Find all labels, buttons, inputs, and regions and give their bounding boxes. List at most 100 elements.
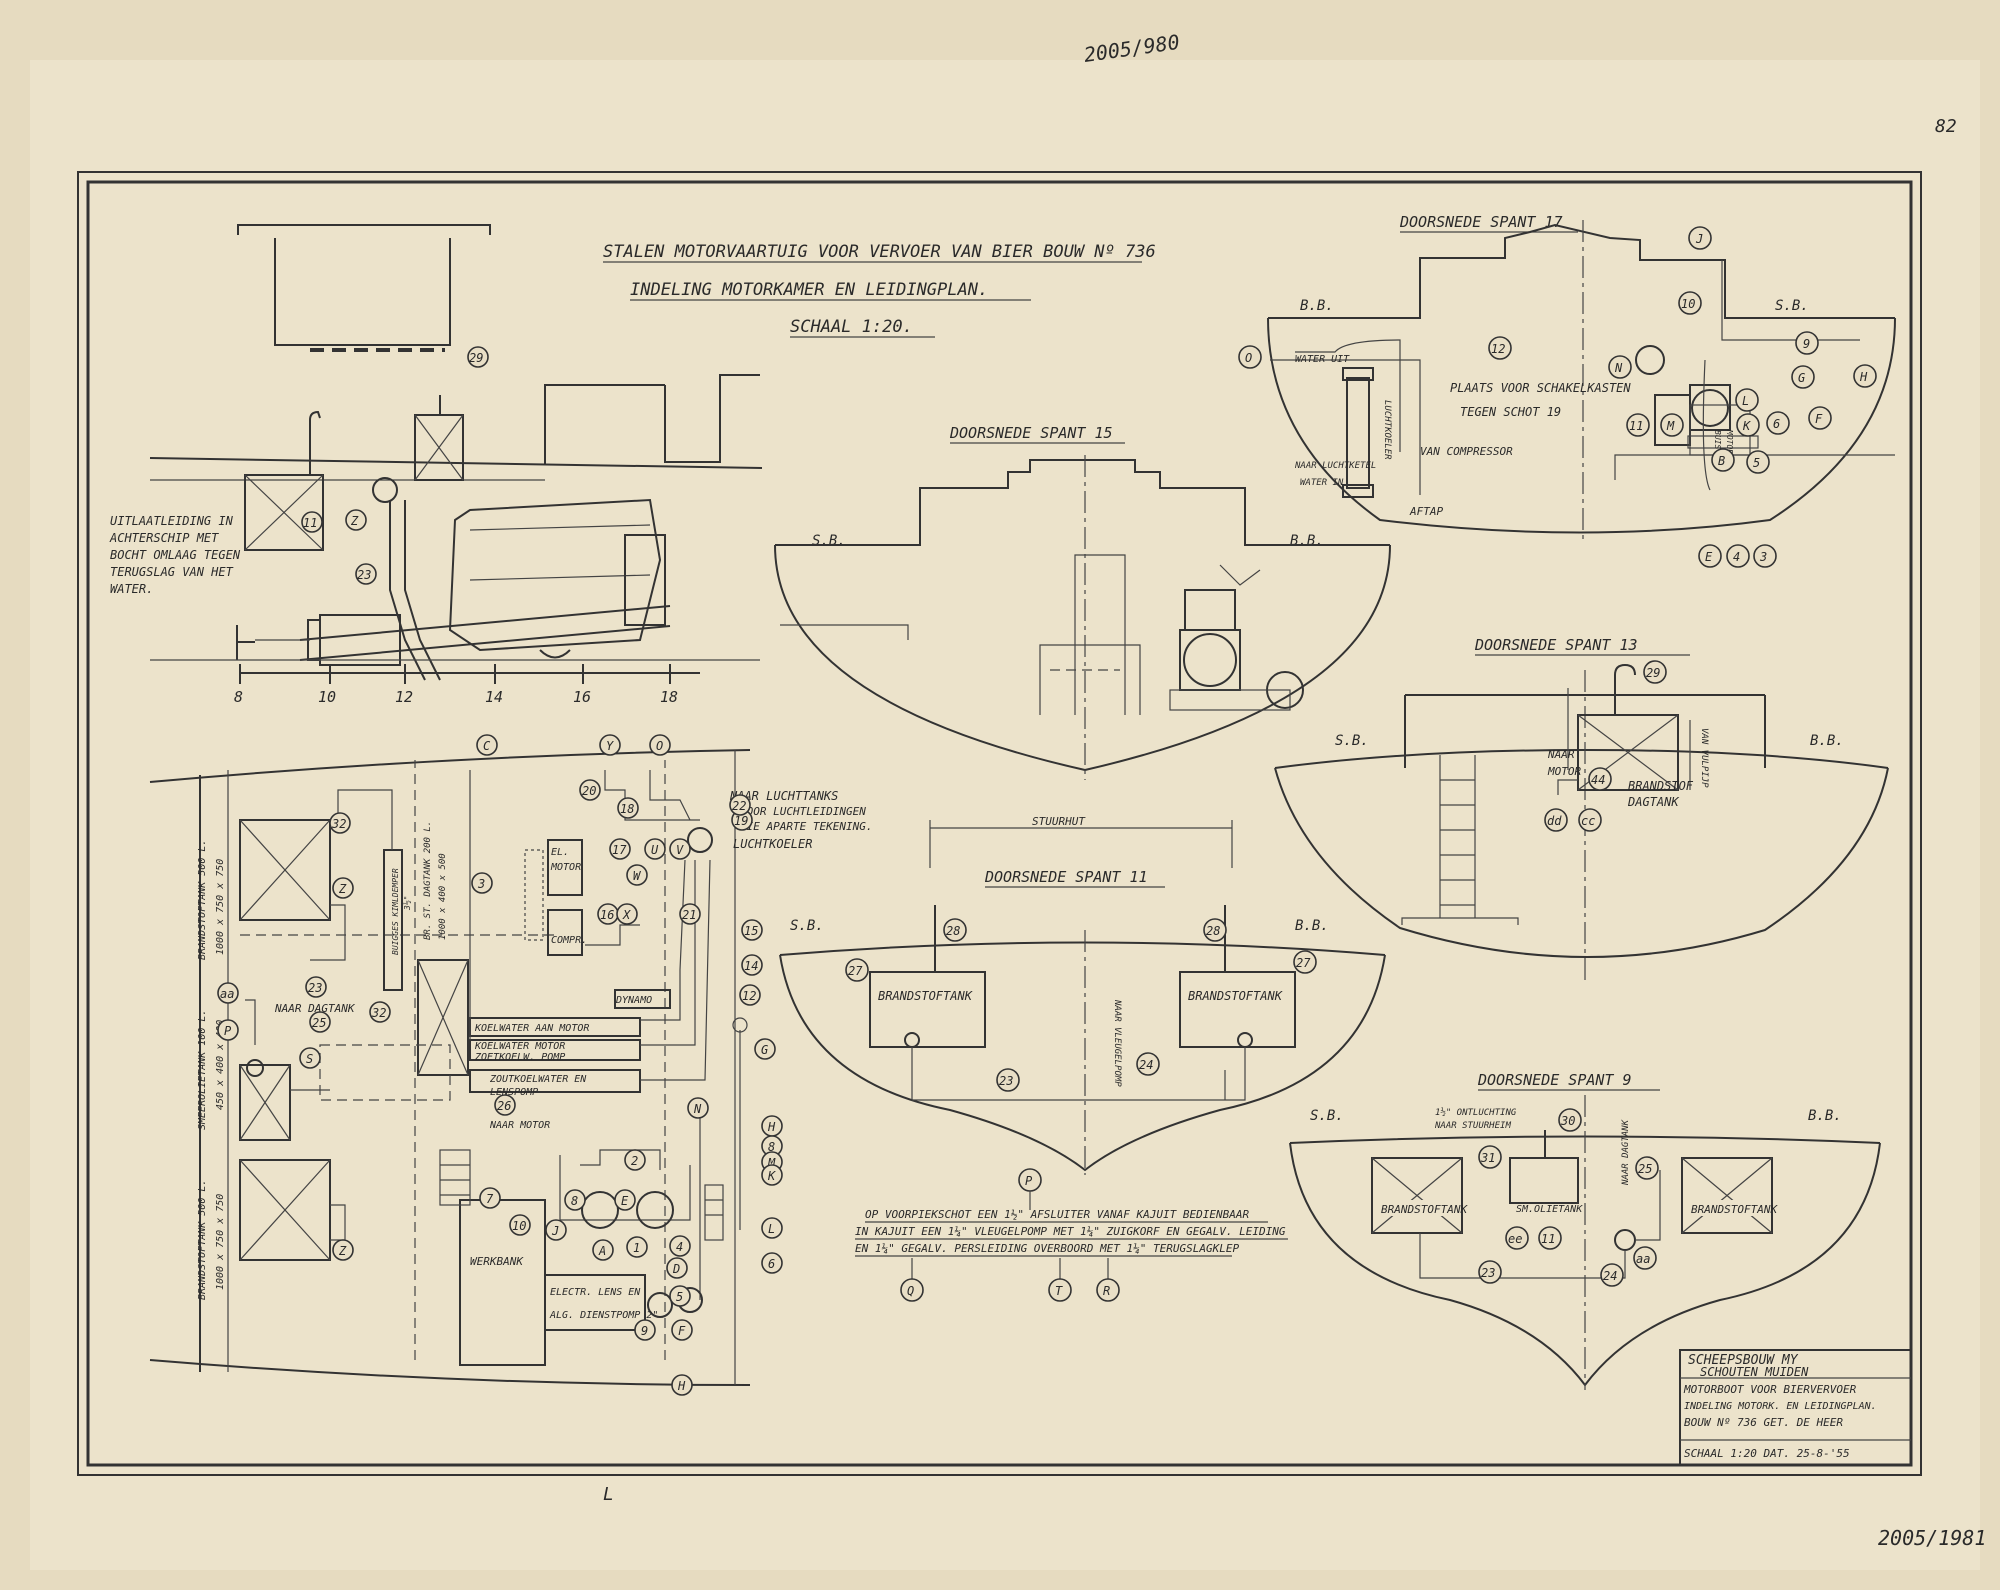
frame-8: 8	[234, 688, 243, 706]
s17-tag-b: B	[1718, 454, 1725, 468]
plan-tag: S	[306, 1052, 313, 1066]
spant17-koeler: LUCHTKOELER	[1382, 400, 1392, 460]
s17-tag-4: 4	[1733, 550, 1740, 564]
notes-line2: IN KAJUIT EEN 1¼" VLEUGELPOMP MET 1¼" ZU…	[855, 1225, 1286, 1238]
spant13-naar: NAAR	[1547, 748, 1575, 761]
plan-tag-circle	[609, 838, 631, 860]
spant17-note2: TEGEN SCHOT 19	[1460, 405, 1561, 419]
plan-tag-circle	[217, 1019, 239, 1041]
s17-tag-3: 3	[1759, 550, 1767, 564]
spant11-title: DOORSNEDE SPANT 11	[984, 868, 1148, 886]
plan-tag-circle	[369, 1001, 391, 1023]
plan-tag: 10	[512, 1219, 526, 1233]
plan-naar-dagtank: NAAR DAGTANK	[274, 1002, 356, 1015]
plan-tag-circle	[729, 794, 751, 816]
spant13-sb: S.B.	[1335, 733, 1369, 749]
plan-tag: M	[767, 1156, 776, 1170]
plan-compr: COMPR.	[551, 935, 587, 946]
s11-tag-23: 23	[999, 1074, 1013, 1088]
frame-16: 16	[573, 688, 591, 706]
spant9-bb: B.B.	[1808, 1108, 1842, 1124]
plan-werkbank: WERKBANK	[470, 1255, 524, 1268]
plan-tag-circle	[669, 1235, 691, 1257]
s17-tag-n: N	[1614, 361, 1623, 375]
spant9-ontluchting-1: 1½" ONTLUCHTING	[1435, 1107, 1517, 1118]
plan-tag-circle	[669, 1285, 691, 1307]
plan-tag-circle	[305, 976, 327, 998]
engine-room-elevation: 8 10 12 14 16 18 UITLAATLEIDING IN ACHTE…	[109, 224, 763, 706]
s13-tag-44: 44	[1591, 773, 1605, 787]
plan-tag: D	[672, 1262, 680, 1276]
plan-tag: U	[651, 843, 659, 857]
plan-tag: C	[483, 739, 491, 753]
s13-tag-29: 29	[1646, 666, 1660, 680]
plan-tag: 15	[744, 924, 758, 938]
s9-tag-25: 25	[1638, 1162, 1652, 1176]
spant17-bb: B.B.	[1300, 298, 1334, 314]
plan-tag-circle	[761, 1217, 783, 1239]
plan-koelwater-3: ZOETKOELW. POMP	[474, 1052, 565, 1063]
spant13-motor: MOTOR	[1547, 765, 1581, 778]
spant13-vulpijp: VAN VULPIJP	[1699, 728, 1709, 788]
plan-motor: MOTOR	[550, 862, 581, 873]
notes-tag-t: T	[1055, 1284, 1063, 1298]
tb-row1: SCHEEPSBOUW MY	[1688, 1353, 1799, 1368]
plan-tank-mid-1: SMEEROLIETANK 100 L.	[197, 1010, 208, 1130]
plan-el: EL.	[551, 847, 569, 858]
s11-tag-27b: 27	[1296, 956, 1311, 970]
pencil-corner: 82	[1935, 116, 1957, 137]
plan-tank-top-2: 1000 x 750 x 750	[215, 859, 226, 955]
plan-tag: 18	[620, 802, 634, 816]
plan-tag-circle	[476, 734, 498, 756]
plan-tag: N	[693, 1102, 702, 1116]
plan-naar-luchttanks: NAAR LUCHTTANKS	[729, 789, 838, 803]
plan-tag: 7	[486, 1192, 494, 1206]
elev-tag-29: 29	[469, 351, 483, 365]
tb-row6: SCHAAL 1:20 DAT. 25-8-'55	[1684, 1447, 1850, 1460]
s17-tag-6: 6	[1773, 417, 1780, 431]
plan-naar-motor: NAAR MOTOR	[489, 1120, 550, 1131]
spant17-motor: MOTOR	[1725, 429, 1734, 454]
elevation-note-1: UITLAATLEIDING IN	[110, 514, 234, 528]
section-spant-9: DOORSNEDE SPANT 9 S.B. B.B. 1½" ONTLUCHT…	[1289, 1071, 1881, 1390]
frame-10: 10	[318, 688, 336, 706]
s17-tag-k: K	[1742, 419, 1751, 433]
plan-tag-circle	[741, 919, 763, 941]
plan-tag: K	[767, 1169, 776, 1183]
notes-line3: EN 1¼" GEGALV. PERSLEIDING OVERBOORD MET…	[855, 1242, 1239, 1255]
plan-tag: J	[551, 1224, 559, 1238]
plan-tag-circle	[217, 982, 239, 1004]
plan-tag-circle	[332, 877, 354, 899]
plan-tag: 3	[477, 877, 485, 891]
spant9-ontluchting-2: NAAR STUURHEIM	[1434, 1121, 1511, 1131]
outer-border	[77, 171, 1922, 1476]
plan-tag: E	[621, 1194, 629, 1208]
plan-tag-circle	[617, 797, 639, 819]
plan-tag: 1	[633, 1241, 640, 1255]
spant11-tank-left: BRANDSTOFTANK	[878, 989, 973, 1003]
spant17-water-uit: WATER UIT	[1295, 354, 1350, 365]
spant17-compressor: VAN COMPRESSOR	[1420, 445, 1513, 458]
plan-zoutkoel-2: LENSPOMP	[490, 1087, 538, 1098]
plan-tag: 6	[768, 1257, 775, 1271]
plan-tag: 21	[682, 908, 696, 922]
plan-tag-circle	[564, 1189, 586, 1211]
s9-tag-24: 24	[1603, 1269, 1617, 1283]
plan-tag-circle	[644, 838, 666, 860]
section-spant-13: DOORSNEDE SPANT 13 S.B. B.B. NAAR MOTOR …	[1274, 636, 1889, 985]
spant11-tank-right: BRANDSTOFTANK	[1188, 989, 1283, 1003]
plan-luchtleidingen-2: ZIE APARTE TEKENING.	[739, 820, 872, 833]
s17-tag-9: 9	[1803, 337, 1810, 351]
plan-tag: H	[677, 1379, 686, 1393]
s17-tag-10: 10	[1681, 297, 1695, 311]
bottom-notes: P OP VOORPIEKSCHOT EEN 1½" AFSLUITER VAN…	[855, 1168, 1288, 1302]
plan-tag: 9	[641, 1324, 648, 1338]
plan-tank-bot-2: 1000 x 750 x 750	[215, 1194, 226, 1290]
title-line1: STALEN MOTORVAARTUIG VOOR VERVOER VAN BI…	[603, 242, 1156, 262]
plan-zoutkoel-1: ZOUTKOELWATER EN	[489, 1074, 587, 1085]
plan-tag-circle	[471, 872, 493, 894]
s17-tag-11: 11	[1629, 419, 1643, 433]
plan-tag-circle	[299, 1047, 321, 1069]
plan-electr-1: ELECTR. LENS EN	[550, 1287, 641, 1298]
